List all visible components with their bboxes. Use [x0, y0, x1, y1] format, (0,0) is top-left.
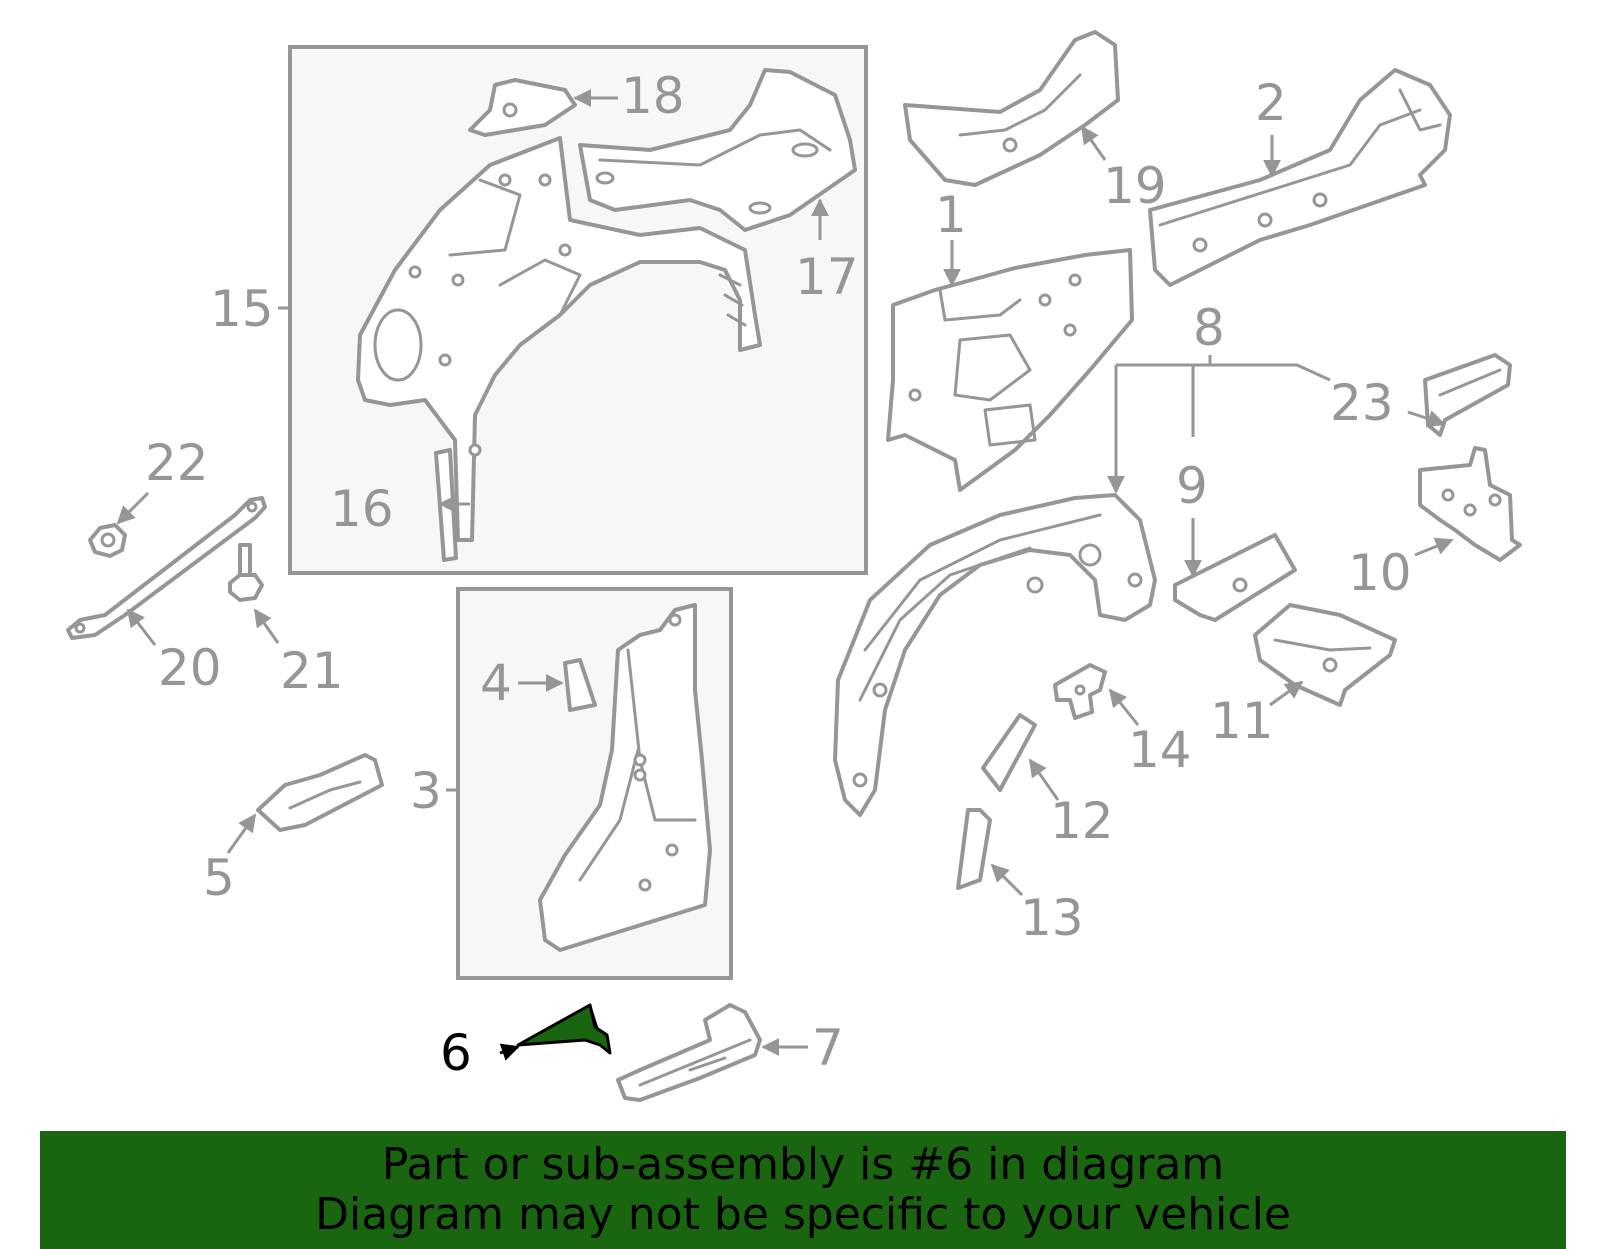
part-12-pad[interactable]	[981, 713, 1037, 792]
callout-8: 8	[1193, 299, 1225, 357]
part-13-pad[interactable]	[956, 808, 992, 890]
part-18-small-bracket[interactable]	[468, 78, 577, 137]
banner-line-2: Diagram may not be specific to your vehi…	[315, 1189, 1291, 1240]
part-11-bracket[interactable]	[1253, 603, 1397, 707]
part-17-upper-bracket[interactable]	[578, 68, 857, 232]
callout-21: 21	[280, 642, 344, 700]
part-3-pillar[interactable]	[538, 603, 712, 952]
part-4-small-piece[interactable]	[563, 658, 597, 712]
callout-11: 11	[1210, 692, 1274, 750]
callout-17: 17	[795, 248, 859, 306]
part-19-bracket[interactable]	[903, 30, 1120, 187]
callout-22: 22	[145, 434, 209, 492]
callout-18: 18	[621, 67, 685, 125]
callout-9: 9	[1176, 457, 1208, 515]
callout-19: 19	[1103, 157, 1167, 215]
part-15-wheelhouse-assembly[interactable]	[356, 136, 762, 542]
part-6-bracket-highlighted[interactable]	[516, 1003, 612, 1055]
callout-16: 16	[330, 480, 394, 538]
banner-line-1: Part or sub-assembly is #6 in diagram	[381, 1139, 1225, 1190]
callout-6-highlighted: 6	[440, 1024, 472, 1082]
part-20-brace[interactable]	[66, 496, 267, 640]
callout-23: 23	[1330, 374, 1394, 432]
callout-2: 2	[1255, 74, 1287, 132]
callout-7: 7	[812, 1019, 844, 1077]
callout-3: 3	[410, 762, 442, 820]
part-10-bracket[interactable]	[1418, 446, 1522, 562]
callout-12: 12	[1050, 792, 1114, 850]
callout-1: 1	[935, 186, 967, 244]
callout-15: 15	[210, 280, 274, 338]
callout-13: 13	[1020, 889, 1084, 947]
callout-20: 20	[158, 639, 222, 697]
part-7-sill-bracket[interactable]	[616, 1003, 762, 1102]
part-22-nut[interactable]	[88, 523, 127, 558]
info-banner: Part or sub-assembly is #6 in diagram Di…	[40, 1131, 1566, 1249]
callout-14: 14	[1128, 721, 1192, 779]
part-21-bolt[interactable]	[228, 543, 264, 602]
callout-10: 10	[1348, 544, 1412, 602]
part-14-clip[interactable]	[1053, 663, 1107, 720]
part-1-inner-panel[interactable]	[886, 248, 1134, 492]
callout-4: 4	[480, 654, 512, 712]
part-9-plate[interactable]	[1173, 533, 1297, 622]
part-8-outer-wheelhouse[interactable]	[833, 493, 1157, 817]
callout-5: 5	[203, 849, 235, 907]
part-5-bracket[interactable]	[256, 753, 384, 832]
part-2-rail[interactable]	[1148, 68, 1452, 287]
